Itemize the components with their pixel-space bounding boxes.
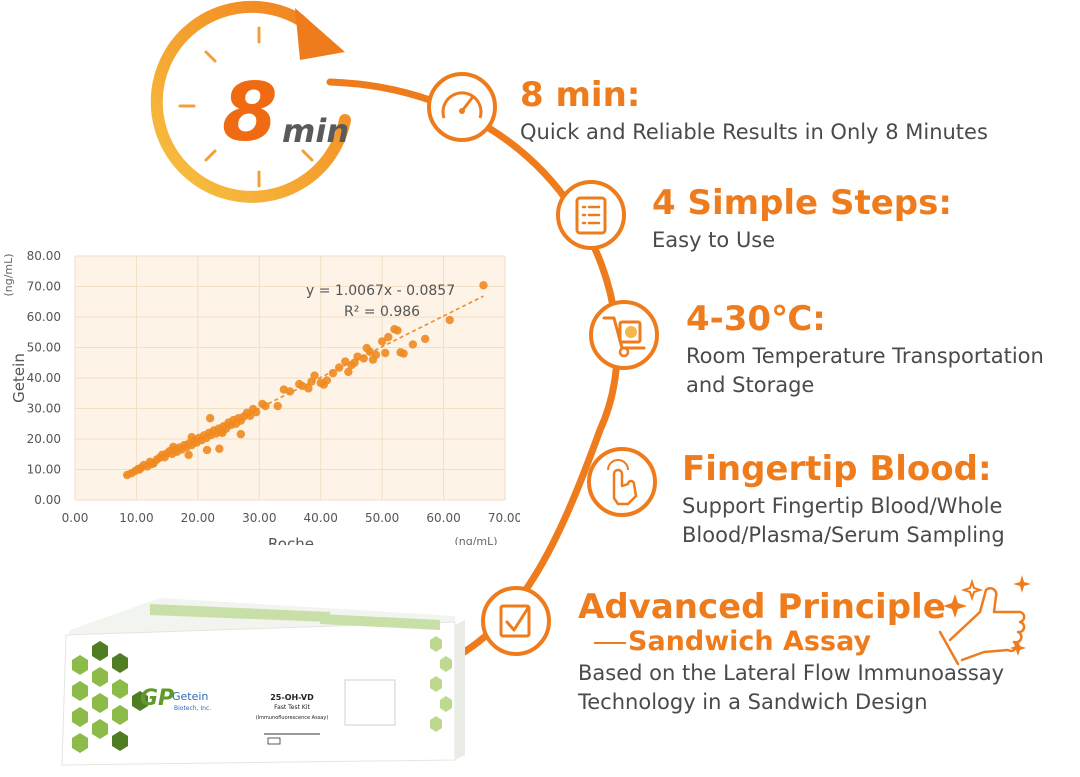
data-point bbox=[322, 376, 332, 385]
feature-title: 4 Simple Steps: bbox=[652, 183, 952, 223]
feature-title: Fingertip Blood: bbox=[682, 449, 992, 489]
thumbs-up-icon bbox=[938, 587, 1026, 666]
feature-title: 8 min: bbox=[520, 75, 641, 115]
x-tick-label: 0.00 bbox=[62, 511, 89, 525]
data-point bbox=[273, 401, 282, 411]
x-axis-label: Roche bbox=[268, 535, 314, 545]
brand-name: Getein bbox=[172, 690, 208, 703]
data-point bbox=[334, 363, 344, 372]
x-tick-label: 60.00 bbox=[426, 511, 460, 525]
feature-quick-results: 8 min: Quick and Reliable Results in Onl… bbox=[520, 78, 988, 147]
feature-title: Advanced Principle bbox=[578, 587, 946, 627]
data-point bbox=[328, 368, 338, 378]
feature-temperature: 4-30℃: Room Temperature Transportation a… bbox=[686, 302, 1044, 400]
feature-subtitle-text: Sandwich Assay bbox=[628, 626, 872, 657]
timer-unit: min bbox=[282, 112, 349, 150]
y-axis-unit: (ng/mL) bbox=[2, 253, 15, 296]
feature-desc: Room Temperature Transportation bbox=[686, 344, 1044, 368]
data-point bbox=[205, 414, 215, 423]
data-point bbox=[169, 442, 178, 452]
x-axis-unit: (ng/mL) bbox=[454, 535, 497, 545]
data-point bbox=[377, 337, 387, 346]
sparkle-icon bbox=[960, 578, 984, 602]
data-point bbox=[344, 367, 353, 377]
data-point bbox=[384, 332, 393, 342]
x-tick-label: 20.00 bbox=[181, 511, 215, 525]
brand-logo: GP bbox=[140, 686, 174, 711]
x-tick-label: 10.00 bbox=[119, 511, 153, 525]
feature-desc: Based on the Lateral Flow Immunoassay bbox=[578, 661, 1005, 685]
y-tick-label: 20.00 bbox=[27, 432, 61, 446]
feature-title: 4-30℃: bbox=[686, 299, 826, 339]
y-tick-label: 40.00 bbox=[27, 371, 61, 385]
data-point bbox=[408, 340, 418, 349]
data-point bbox=[359, 354, 368, 363]
y-tick-label: 30.00 bbox=[27, 402, 61, 416]
feature-advanced-principle: Advanced Principle Sandwich Assay Based … bbox=[578, 590, 1004, 717]
data-point bbox=[399, 349, 408, 358]
data-point bbox=[252, 407, 261, 417]
timer-icon bbox=[150, 0, 351, 203]
sparkle-icon bbox=[943, 575, 1031, 656]
y-tick-label: 0.00 bbox=[34, 493, 61, 507]
feature-desc: and Storage bbox=[686, 373, 815, 397]
product-line2: Fast Test Kit bbox=[274, 704, 310, 711]
product-line3: (Immunofluorescence Assay) bbox=[256, 715, 329, 721]
y-tick-label: 70.00 bbox=[27, 280, 61, 294]
finger-touch-icon bbox=[587, 447, 657, 517]
product-name: 25-OH-VD bbox=[270, 693, 314, 702]
data-point bbox=[202, 445, 212, 455]
equation-label: y = 1.0067x - 0.0857 bbox=[306, 283, 455, 299]
x-tick-label: 30.00 bbox=[242, 511, 276, 525]
data-point bbox=[261, 401, 270, 411]
feature-subtitle: Sandwich Assay bbox=[594, 626, 1004, 657]
x-tick-label: 50.00 bbox=[365, 511, 399, 525]
dash-decoration bbox=[594, 641, 626, 644]
feature-fingertip-blood: Fingertip Blood: Support Fingertip Blood… bbox=[682, 452, 1005, 550]
data-point bbox=[304, 384, 313, 393]
feature-desc: Technology in a Sandwich Design bbox=[578, 690, 928, 714]
product-box-image bbox=[61, 598, 465, 766]
data-point bbox=[184, 450, 193, 460]
data-point bbox=[135, 465, 144, 474]
y-tick-label: 50.00 bbox=[27, 341, 61, 355]
data-point bbox=[245, 411, 255, 421]
speedometer-icon bbox=[427, 72, 497, 142]
y-tick-label: 80.00 bbox=[27, 249, 61, 263]
feature-simple-steps: 4 Simple Steps: Easy to Use bbox=[652, 186, 952, 255]
brand-sub: Biotech, Inc. bbox=[174, 705, 211, 712]
timer-number: 8 bbox=[222, 66, 278, 159]
y-tick-label: 10.00 bbox=[27, 463, 61, 477]
hand-truck-icon bbox=[589, 300, 659, 370]
scatter-chart: 0.00 10.00 20.00 30.00 40.00 50.00 60.00 70.00 8… bbox=[2, 249, 520, 545]
data-point bbox=[285, 387, 295, 396]
data-point bbox=[393, 326, 402, 335]
data-point bbox=[479, 281, 488, 290]
data-point bbox=[236, 429, 246, 439]
y-axis-label: Getein bbox=[10, 353, 28, 403]
feature-desc: Easy to Use bbox=[652, 228, 776, 252]
data-point bbox=[310, 371, 319, 380]
feature-desc: Blood/Plasma/Serum Sampling bbox=[682, 523, 1005, 547]
data-point bbox=[368, 355, 378, 364]
y-tick-label: 60.00 bbox=[27, 310, 61, 324]
data-point bbox=[218, 428, 227, 438]
checklist-icon bbox=[556, 180, 626, 250]
data-point bbox=[381, 348, 390, 358]
check-box-icon bbox=[481, 586, 551, 656]
r-squared-label: R² = 0.986 bbox=[344, 304, 420, 320]
feature-desc: Quick and Reliable Results in Only 8 Min… bbox=[520, 120, 988, 144]
data-point bbox=[341, 357, 350, 366]
x-tick-label: 40.00 bbox=[304, 511, 338, 525]
x-tick-label: 70.00 bbox=[488, 511, 520, 525]
data-point bbox=[445, 315, 454, 325]
data-point bbox=[147, 459, 156, 469]
data-point bbox=[215, 444, 224, 453]
feature-desc: Support Fingertip Blood/Whole bbox=[682, 494, 1003, 518]
data-point bbox=[420, 334, 430, 344]
data-point bbox=[187, 432, 196, 442]
